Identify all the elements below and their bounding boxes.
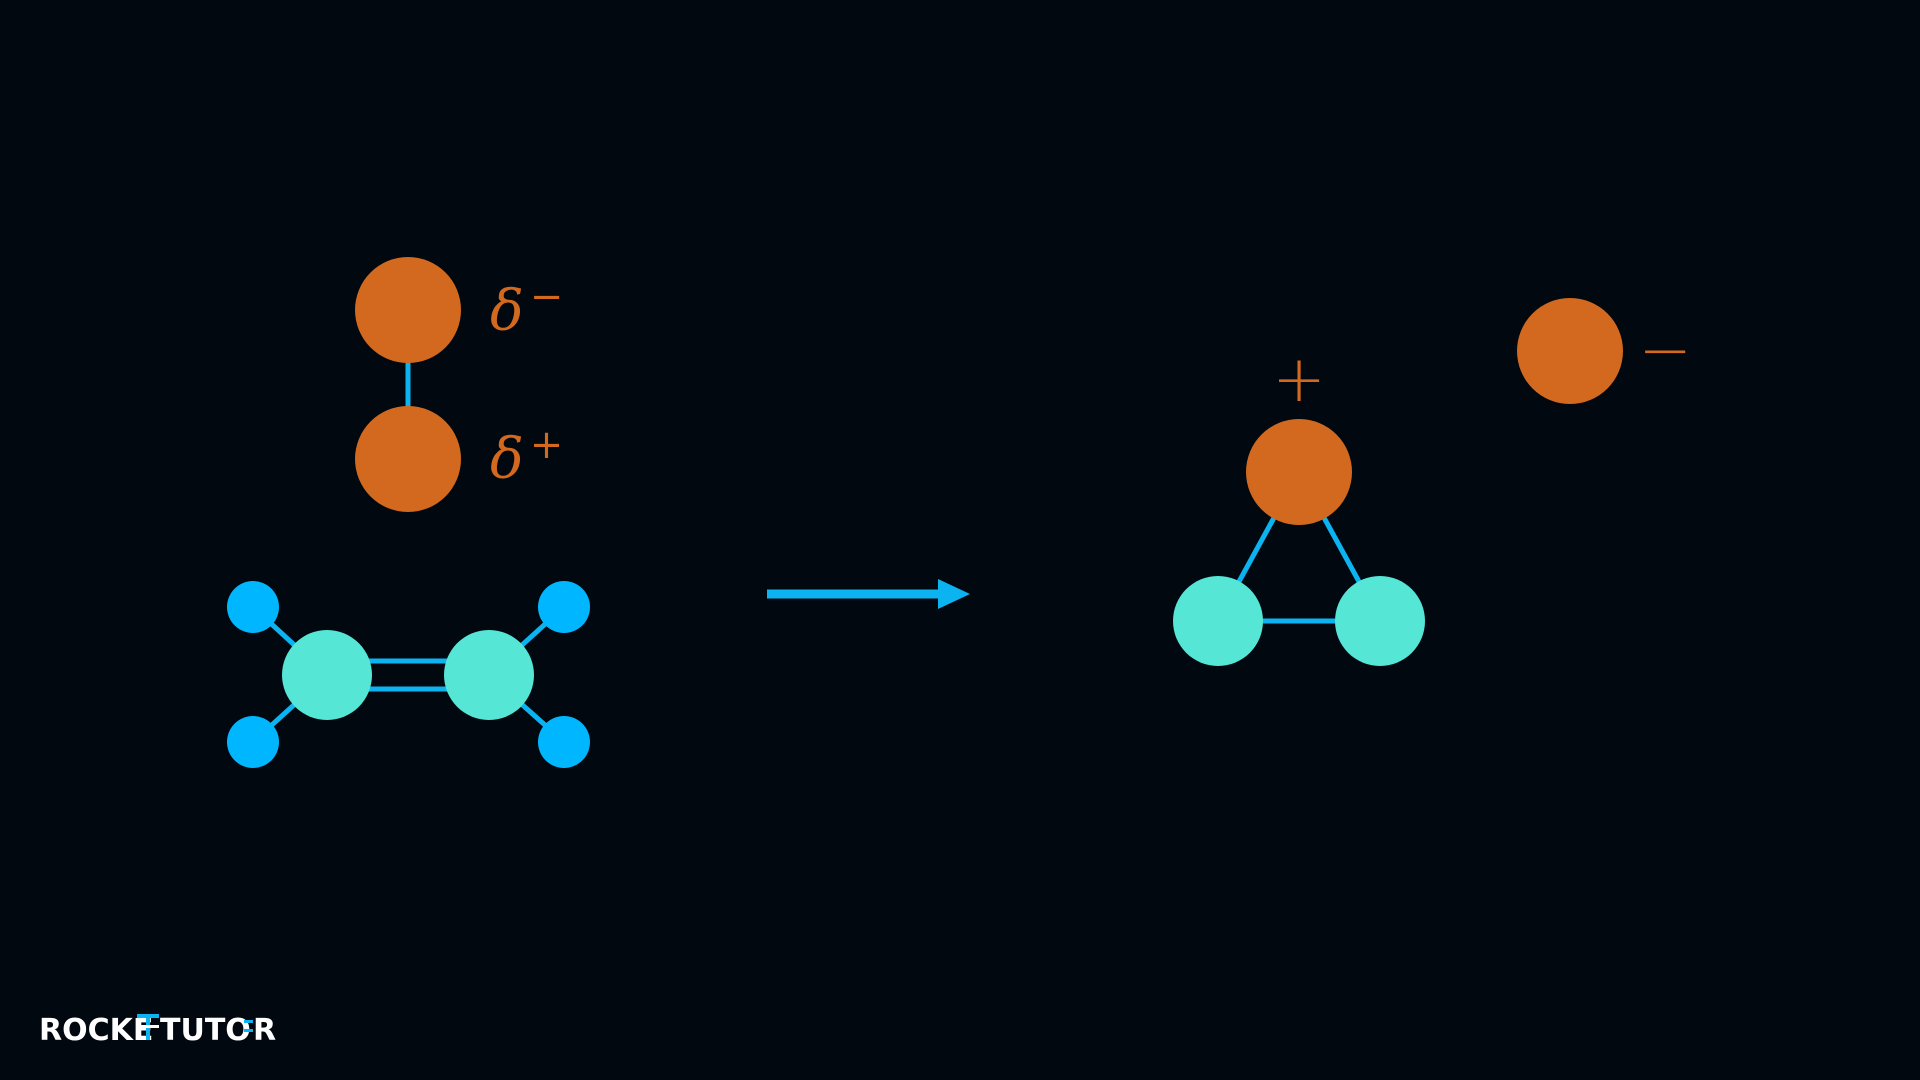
hydrogen-atom-bottom-right <box>538 716 590 768</box>
ring-carbon-atom-left <box>1173 576 1263 666</box>
negative-charge-label: − <box>1638 314 1692 388</box>
logo-text-part3: R <box>253 1013 276 1048</box>
logo-text: ROCKE <box>39 1013 153 1048</box>
partial-negative-label: δ − <box>490 274 563 344</box>
logo-text-part2: TUTO <box>160 1013 251 1048</box>
logo-accent-icon <box>244 1020 253 1032</box>
carbon-atom-left <box>282 630 372 720</box>
delta-symbol-bottom: δ <box>490 427 524 492</box>
delta-symbol-top: δ <box>490 279 524 344</box>
reaction-arrow <box>767 579 970 609</box>
halogen-molecule: δ − δ + <box>355 257 563 512</box>
halide-anion: − <box>1517 298 1692 404</box>
delta-sign-bottom: + <box>530 422 564 468</box>
hydrogen-atom-top-left <box>227 581 279 633</box>
halide-atom <box>1517 298 1623 404</box>
delta-sign-top: − <box>530 274 564 320</box>
logo-text-third: R <box>253 1013 276 1048</box>
logo-text-part1: ROCKE <box>39 1013 153 1048</box>
alkene-molecule <box>227 581 590 768</box>
ring-carbon-atom-right <box>1335 576 1425 666</box>
hydrogen-atom-bottom-left <box>227 716 279 768</box>
halogen-atom-top <box>355 257 461 363</box>
logo-rocket-icon <box>137 1014 159 1040</box>
hydrogen-atom-top-right <box>538 581 590 633</box>
logo-text-second: TUTO <box>160 1013 251 1048</box>
halogen-atom-bottom <box>355 406 461 512</box>
bromonium-ion: + <box>1173 343 1425 666</box>
carbon-atom-right <box>444 630 534 720</box>
positive-charge-label: + <box>1272 343 1326 417</box>
partial-positive-label: δ + <box>490 422 563 492</box>
arrow-head <box>938 579 970 609</box>
rocketutor-logo: ROCKE TUTO R <box>39 1013 276 1048</box>
bromonium-halogen-atom <box>1246 419 1352 525</box>
